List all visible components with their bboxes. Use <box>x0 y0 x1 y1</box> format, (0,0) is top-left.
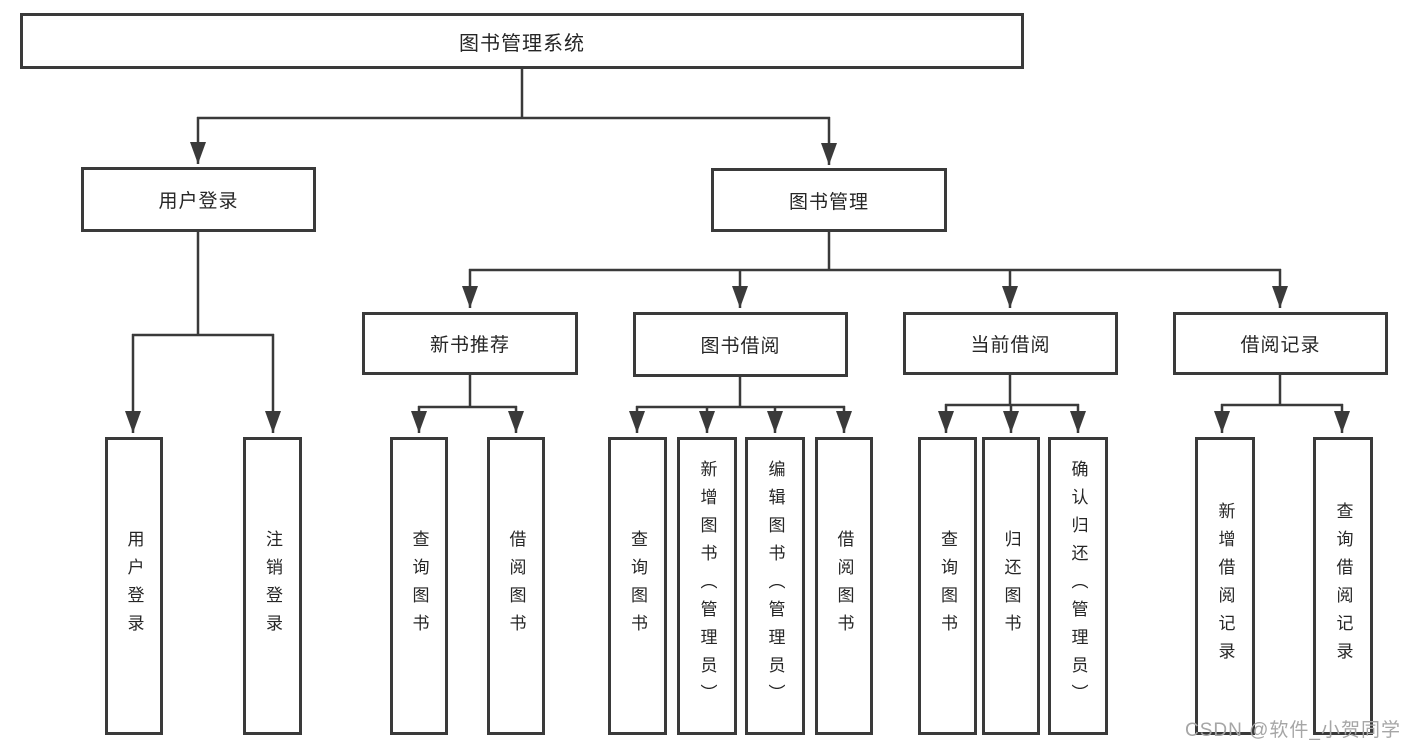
connector-new-book-rec-children <box>411 375 524 433</box>
node-label: 借阅图书 <box>506 530 526 642</box>
node-label: 用户登录 <box>158 191 239 212</box>
node-label: 借阅图书 <box>834 530 854 642</box>
node-user-login-leaf: 用户登录 <box>105 437 163 735</box>
node-label: 图书管理 <box>788 191 869 213</box>
node-label: 编辑图书（管理员） <box>765 460 785 712</box>
node-label: 查询借阅记录 <box>1333 502 1353 670</box>
node-bb-borrow-books: 借阅图书 <box>815 437 873 735</box>
node-cb-confirm-return-admin: 确认归还（管理员） <box>1048 437 1108 735</box>
connector-borrow-records-children <box>1214 375 1350 433</box>
node-label: 查询图书 <box>628 530 647 642</box>
connector-user-login-children <box>125 232 281 433</box>
node-label: 新增借阅记录 <box>1215 502 1235 670</box>
node-label: 图书借阅 <box>700 336 781 357</box>
node-label: 查询图书 <box>409 530 429 642</box>
node-label: 图书管理系统 <box>459 32 585 55</box>
node-book-borrowing: 图书借阅 <box>633 312 848 377</box>
node-bb-edit-books-admin: 编辑图书（管理员） <box>745 437 805 735</box>
connector-current-borrow-children <box>938 375 1086 433</box>
node-borrowing-records: 借阅记录 <box>1173 312 1388 375</box>
node-library-management-system: 图书管理系统 <box>20 13 1024 69</box>
node-label: 用户登录 <box>124 530 144 642</box>
node-label: 查询图书 <box>938 530 957 642</box>
node-label: 新书推荐 <box>429 335 510 356</box>
node-current-borrowing: 当前借阅 <box>903 312 1118 375</box>
node-label: 确认归还（管理员） <box>1068 460 1088 712</box>
node-bb-add-books-admin: 新增图书（管理员） <box>677 437 737 735</box>
node-rec-query-books: 查询图书 <box>390 437 448 735</box>
node-br-query-record: 查询借阅记录 <box>1313 437 1373 735</box>
csdn-watermark: CSDN @软件_小贺同学 <box>1185 720 1401 741</box>
node-label: 新增图书（管理员） <box>697 460 717 712</box>
node-label: 当前借阅 <box>970 335 1051 356</box>
node-logout: 注销登录 <box>243 437 302 735</box>
node-label: 归还图书 <box>1001 530 1021 642</box>
node-user-login: 用户登录 <box>81 167 316 232</box>
connector-book-mgmt-children <box>462 232 1288 308</box>
node-rec-borrow-books: 借阅图书 <box>487 437 545 735</box>
node-book-management: 图书管理 <box>711 168 947 232</box>
node-br-add-record: 新增借阅记录 <box>1195 437 1255 735</box>
node-label: 注销登录 <box>263 530 282 642</box>
connector-root-to-level2 <box>190 69 837 165</box>
node-cb-query-books: 查询图书 <box>918 437 977 735</box>
node-cb-return-books: 归还图书 <box>982 437 1040 735</box>
node-bb-query-books: 查询图书 <box>608 437 667 735</box>
node-label: 借阅记录 <box>1240 335 1321 356</box>
node-new-book-recommendation: 新书推荐 <box>362 312 578 375</box>
connector-book-borrow-children <box>629 377 852 433</box>
